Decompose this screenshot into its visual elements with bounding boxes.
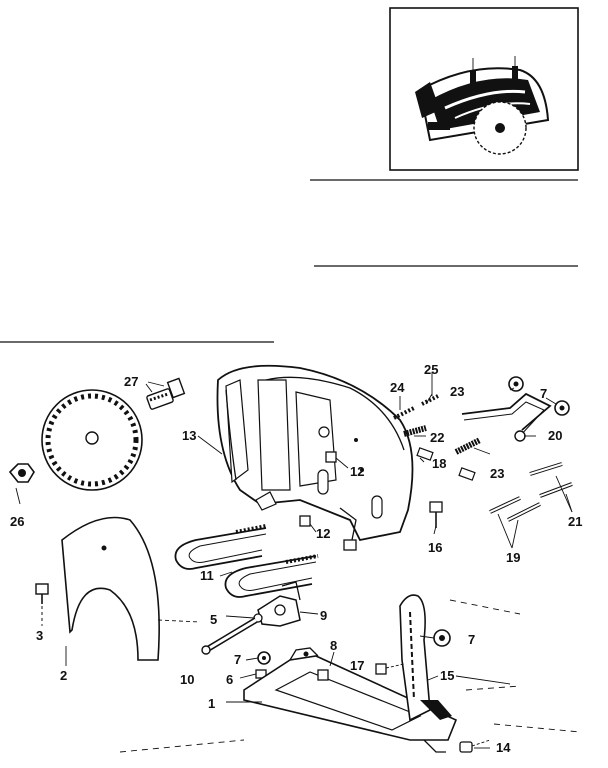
screw-17 (375, 663, 405, 675)
callout-6: 6 (226, 672, 233, 687)
lower-blade-guard (61, 516, 201, 661)
callout-7-top: 7 (540, 386, 547, 401)
guard-screw (35, 583, 49, 622)
callout-8: 8 (330, 638, 337, 653)
callout-12-lower: 12 (316, 526, 330, 541)
wing-nut-right (433, 629, 451, 647)
callout-12-upper: 12 (350, 464, 364, 479)
callout-24: 24 (390, 380, 405, 395)
callout-18: 18 (432, 456, 446, 471)
hex-nut (8, 463, 35, 483)
arbor-bolt (146, 377, 186, 410)
pivot-bracket (253, 581, 301, 627)
set-screw (459, 739, 491, 753)
callout-22: 22 (430, 430, 444, 445)
upper-guard-housing (216, 364, 414, 542)
depth-guide-arm (399, 594, 452, 722)
callout-19: 19 (506, 550, 520, 565)
callout-27: 27 (124, 374, 138, 389)
callout-20: 20 (548, 428, 562, 443)
callout-26: 26 (10, 514, 24, 529)
callout-23-lower: 23 (490, 466, 504, 481)
base-plate (243, 647, 458, 753)
callout-7-right: 7 (468, 632, 475, 647)
screw-12 (299, 451, 357, 551)
callout-3: 3 (36, 628, 43, 643)
springs-and-pins (393, 394, 482, 481)
callout-17: 17 (350, 658, 364, 673)
callout-1: 1 (208, 696, 215, 711)
callout-5: 5 (210, 612, 217, 627)
link-rod (461, 376, 570, 442)
callout-23-upper: 23 (450, 384, 464, 399)
callout-25: 25 (424, 362, 438, 377)
pivot-pin (201, 617, 258, 655)
callout-10: 10 (180, 672, 194, 687)
callout-14: 14 (496, 740, 511, 755)
callout-15: 15 (440, 668, 454, 683)
inset-illustration (389, 7, 579, 171)
callout-11: 11 (200, 568, 214, 583)
callout-13: 13 (182, 428, 196, 443)
saw-blade (41, 389, 143, 491)
screw-16 (429, 501, 443, 528)
callout-9: 9 (320, 608, 327, 623)
callout-7-lower-left: 7 (234, 652, 241, 667)
leader-lines (15, 372, 581, 753)
callout-21: 21 (568, 514, 582, 529)
callout-2: 2 (60, 668, 67, 683)
callout-16: 16 (428, 540, 442, 555)
u-bolt-clamps (174, 524, 319, 598)
pins-19-21 (489, 462, 573, 522)
